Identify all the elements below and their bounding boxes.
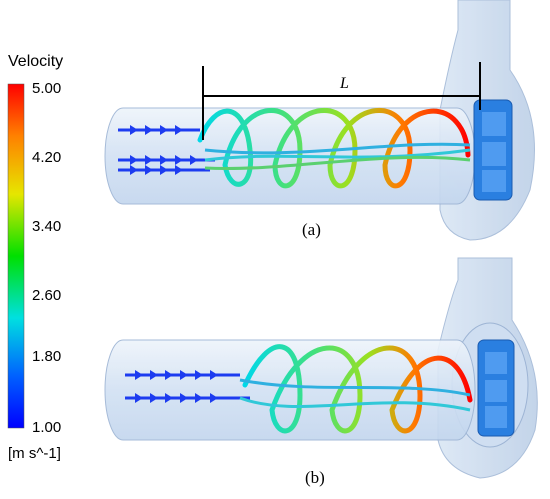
dimension-line-L [202, 62, 481, 140]
helical-streamline-b [242, 344, 473, 434]
pipe-b [104, 339, 476, 441]
legend-tick-4.20: 4.20 [32, 149, 61, 166]
legend-tick-1.80: 1.80 [32, 348, 61, 365]
legend-unit: [m s^-1] [8, 445, 61, 462]
legend-colorbar [7, 83, 25, 429]
legend-tick-3.40: 3.40 [32, 218, 61, 235]
panel-label-a: (a) [302, 220, 321, 239]
legend-tick-2.60: 2.60 [32, 287, 61, 304]
legend-tick-1.00: 1.00 [32, 419, 61, 436]
velocity-legend: Velocity 5.00 4.20 3.40 2.60 1.80 1.00 [… [7, 53, 63, 462]
impeller-a [473, 99, 513, 201]
core-streamlines-a [204, 142, 471, 170]
panel-label-b: (b) [305, 468, 325, 487]
core-streamlines-b [239, 378, 471, 412]
dimension-label: L [339, 75, 349, 92]
helical-streamline-a [197, 108, 471, 189]
inlet-arrowheads-b [135, 370, 218, 403]
legend-tick-5.00: 5.00 [32, 80, 61, 97]
inlet-arrowheads-a [130, 125, 198, 175]
impeller-b [477, 339, 515, 437]
panel-b: (b) [104, 257, 538, 487]
panel-a: L (a) [104, 0, 535, 241]
legend-title: Velocity [8, 53, 63, 70]
